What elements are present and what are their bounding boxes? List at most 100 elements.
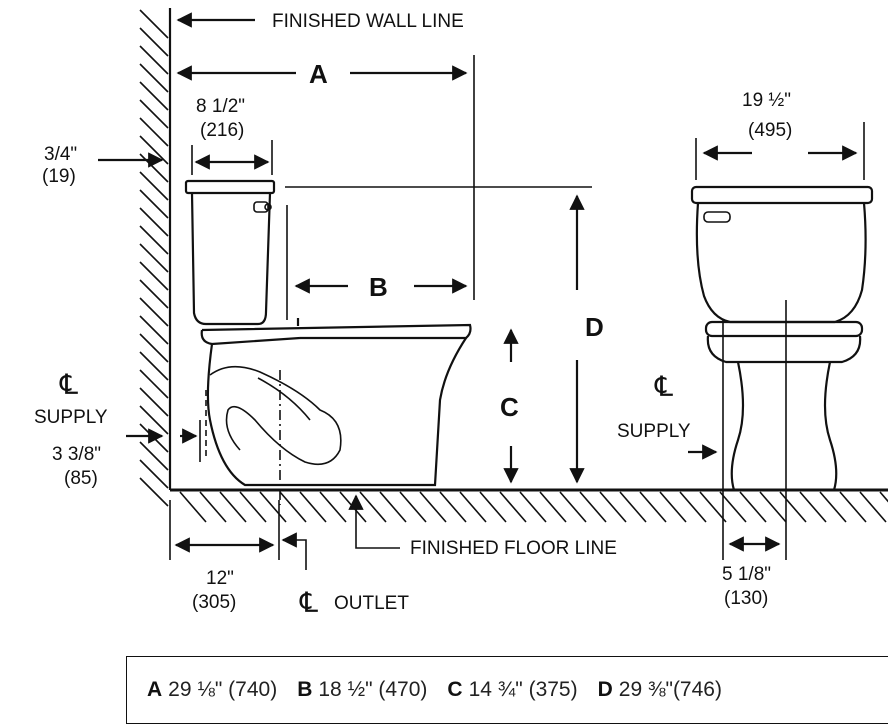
toilet-side-view xyxy=(184,179,472,505)
legend-key-c: C xyxy=(447,678,463,701)
wall-hatch-line xyxy=(139,63,169,93)
wall-hatch-line xyxy=(139,153,169,183)
centerline-outlet-icon: ℄ xyxy=(299,587,318,618)
front-width-mm: (495) xyxy=(748,120,792,141)
wall-gap-mm: (19) xyxy=(42,166,76,187)
rough-in-inches: 12" xyxy=(206,568,234,589)
floor-hatch-line xyxy=(419,491,447,523)
wall-hatch-line xyxy=(139,9,169,39)
wall-hatch-line xyxy=(139,171,169,201)
floor-hatch-line xyxy=(679,491,707,523)
finished-floor-hatch xyxy=(170,488,888,523)
wall-hatch-line xyxy=(139,279,169,309)
legend-value-a: 29 ⅛" (740) xyxy=(168,678,278,701)
supply-right-label: SUPPLY xyxy=(617,421,691,442)
floor-hatch-line xyxy=(659,491,687,523)
wall-hatch-line xyxy=(139,423,169,453)
wall-hatch-line xyxy=(139,315,169,345)
floor-hatch-line xyxy=(639,491,667,523)
floor-hatch-line xyxy=(479,491,507,523)
floor-hatch-line xyxy=(879,491,888,503)
wall-hatch-line xyxy=(139,351,169,381)
floor-hatch-line xyxy=(859,491,887,523)
floor-hatch-line xyxy=(719,491,747,523)
supply-offset-inches: 3 3/8" xyxy=(52,444,101,465)
floor-hatch-line xyxy=(459,491,487,523)
dimension-a-label: A xyxy=(309,59,328,89)
dimension-supply-side xyxy=(688,444,781,552)
floor-hatch-line xyxy=(739,491,767,523)
dimension-a xyxy=(176,55,475,300)
floor-hatch-line xyxy=(259,491,287,523)
legend-key-a: A xyxy=(147,678,163,701)
wall-hatch-line xyxy=(139,243,169,273)
finished-wall-line-label: FINISHED WALL LINE xyxy=(272,11,464,32)
floor-hatch-line xyxy=(839,491,867,523)
supply-side-inches: 5 1/8" xyxy=(722,564,771,585)
legend-value-b: 18 ½" (470) xyxy=(318,678,428,701)
finished-wall-hatch xyxy=(139,8,172,507)
toilet-front-view xyxy=(690,185,874,560)
wall-hatch-line xyxy=(139,333,169,363)
floor-hatch-line xyxy=(339,491,367,523)
floor-hatch-line xyxy=(279,491,307,523)
floor-hatch-line xyxy=(299,491,327,523)
floor-hatch-line xyxy=(359,491,387,523)
wall-hatch-line xyxy=(139,261,169,291)
supply-left-label: SUPPLY xyxy=(34,407,108,428)
floor-hatch-line xyxy=(799,491,827,523)
wall-hatch-line xyxy=(139,45,169,75)
dimension-d xyxy=(285,186,592,484)
dimension-b-label: B xyxy=(369,272,388,302)
wall-hatch-line xyxy=(139,297,169,327)
floor-hatch-line xyxy=(239,491,267,523)
dimension-tank-width xyxy=(191,140,273,175)
rough-in-mm: (305) xyxy=(192,592,236,613)
outlet-label: OUTLET xyxy=(334,593,409,614)
wall-hatch-line xyxy=(139,225,169,255)
wall-hatch-line xyxy=(139,117,169,147)
floor-hatch-line xyxy=(179,491,207,523)
supply-side-mm: (130) xyxy=(724,588,768,609)
dimension-d-label: D xyxy=(585,312,604,342)
floor-hatch-line xyxy=(199,491,227,523)
centerline-supply-right-icon: ℄ xyxy=(654,371,673,402)
floor-hatch-line xyxy=(399,491,427,523)
wall-hatch-line xyxy=(139,369,169,399)
wall-hatch-line xyxy=(139,27,169,57)
tank-width-inches: 8 1/2" xyxy=(196,96,245,117)
floor-hatch-line xyxy=(559,491,587,523)
wall-gap-inches: 3/4" xyxy=(44,144,77,165)
legend-key-d: D xyxy=(597,678,613,701)
wall-hatch-line xyxy=(139,99,169,129)
floor-hatch-line xyxy=(499,491,527,523)
legend-value-d: 29 ⅜"(746) xyxy=(618,678,722,701)
floor-hatch-line xyxy=(439,491,467,523)
wall-hatch-line xyxy=(139,441,169,471)
dimension-front-width xyxy=(695,122,865,180)
floor-hatch-line xyxy=(319,491,347,523)
wall-hatch-line xyxy=(139,81,169,111)
centerline-supply-left-icon: ℄ xyxy=(59,369,78,400)
wall-hatch-line xyxy=(139,207,169,237)
legend-key-b: B xyxy=(297,678,313,701)
floor-hatch-line xyxy=(519,491,547,523)
wall-hatch-line xyxy=(139,459,169,489)
floor-hatch-line xyxy=(219,491,247,523)
wall-hatch-line xyxy=(139,189,169,219)
floor-hatch-line xyxy=(619,491,647,523)
floor-hatch-line xyxy=(779,491,807,523)
dimension-c-label: C xyxy=(500,392,519,422)
wall-hatch-line xyxy=(139,405,169,435)
floor-hatch-line xyxy=(699,491,727,523)
legend-value-c: 14 ¾" (375) xyxy=(468,678,578,701)
wall-hatch-line xyxy=(139,477,169,507)
floor-hatch-line xyxy=(599,491,627,523)
floor-hatch-line xyxy=(579,491,607,523)
finished-floor-arrow xyxy=(348,494,400,549)
